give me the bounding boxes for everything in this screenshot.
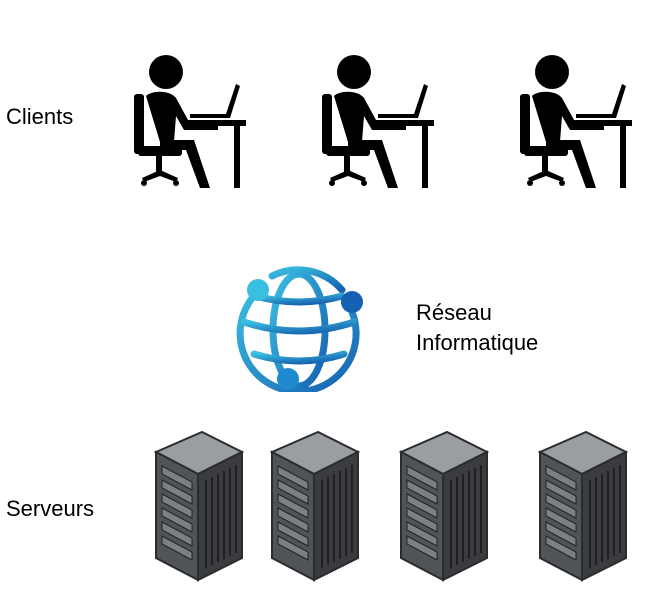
globe-network-icon (232, 262, 366, 392)
client-computer-icon (130, 50, 246, 192)
network-label-line2: Informatique (416, 330, 539, 355)
client-computer-icon (516, 50, 632, 192)
servers-label: Serveurs (6, 496, 95, 521)
client-computer-icon (318, 50, 434, 192)
clients-label: Clients (6, 104, 74, 129)
server-rack-icon (399, 430, 489, 582)
network-label: Réseau Informatique (416, 298, 538, 358)
server-rack-icon (154, 430, 244, 582)
server-rack-icon (538, 430, 628, 582)
network-label-line1: Réseau (416, 300, 492, 325)
server-rack-icon (270, 430, 360, 582)
